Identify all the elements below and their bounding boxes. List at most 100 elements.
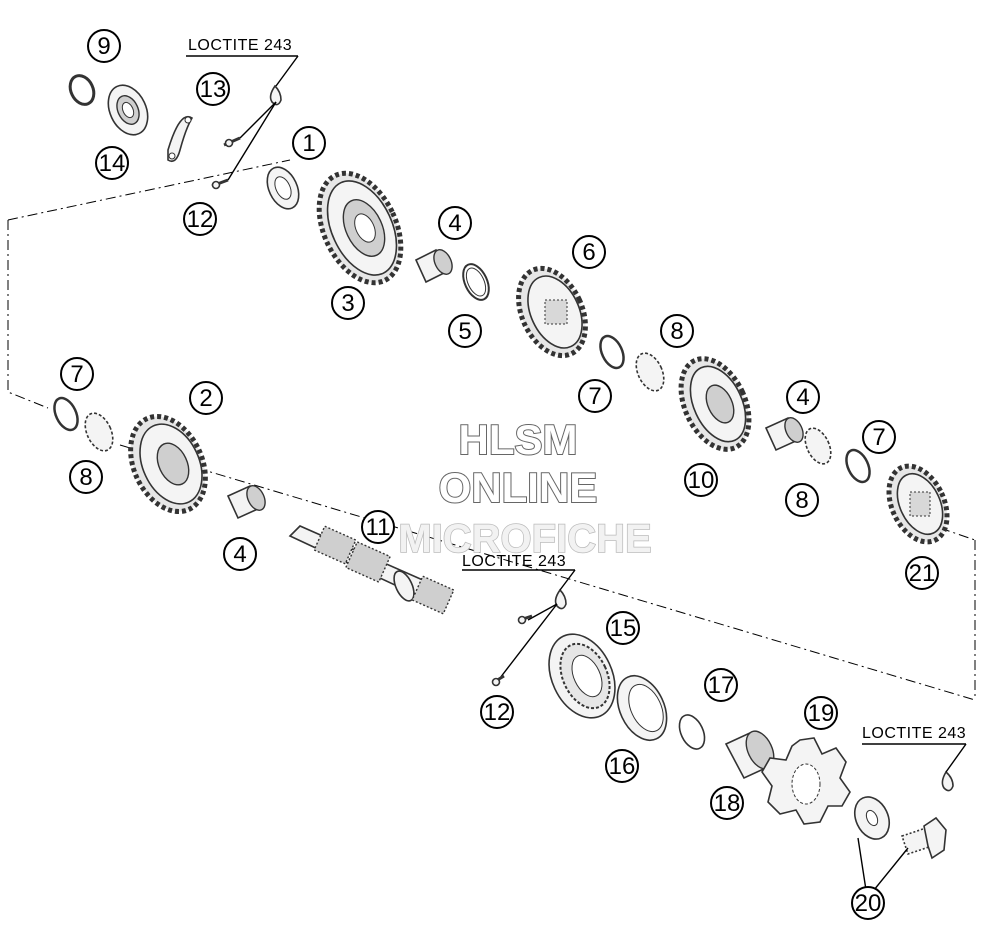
main-shaft-part xyxy=(288,525,455,615)
screw-part xyxy=(517,614,533,625)
svg-text:3: 3 xyxy=(341,290,354,317)
svg-text:20: 20 xyxy=(855,890,882,917)
svg-text:18: 18 xyxy=(714,790,741,817)
svg-text:17: 17 xyxy=(708,672,735,699)
gear-part xyxy=(516,265,588,359)
screw-part xyxy=(223,136,241,148)
svg-text:11: 11 xyxy=(366,514,391,541)
needle-bearing-part xyxy=(548,633,616,719)
svg-text:4: 4 xyxy=(796,384,809,411)
svg-text:21: 21 xyxy=(909,560,936,587)
svg-text:10: 10 xyxy=(688,467,715,494)
loctite-label: LOCTITE 243 xyxy=(188,37,292,54)
washer-part xyxy=(462,263,490,301)
callout-label: 11 xyxy=(361,510,395,544)
o-ring-part xyxy=(678,714,706,750)
loctite-label: LOCTITE 243 xyxy=(462,553,566,570)
callout-label: 15 xyxy=(606,611,640,645)
callout-label: 20 xyxy=(851,886,885,920)
bushing-part xyxy=(414,248,453,284)
svg-text:7: 7 xyxy=(588,383,601,410)
gear-part xyxy=(678,356,752,452)
bushing-part xyxy=(764,416,804,452)
assembly-boundary-line xyxy=(7,220,49,409)
callout-label: 7 xyxy=(862,420,896,454)
splined-washer-part xyxy=(84,412,114,452)
gear-part xyxy=(128,413,208,515)
svg-text:19: 19 xyxy=(808,700,835,727)
callout-label: 4 xyxy=(786,380,820,414)
svg-text:8: 8 xyxy=(795,487,808,514)
circlip-part xyxy=(53,396,79,432)
circlip-part xyxy=(845,448,871,484)
callout-label: 5 xyxy=(448,314,482,348)
svg-text:12: 12 xyxy=(484,699,511,726)
callout-label: 7 xyxy=(578,379,612,413)
bushing-part xyxy=(226,484,266,520)
svg-text:4: 4 xyxy=(233,541,246,568)
callout-label: 13 xyxy=(196,72,230,106)
callout-label: 21 xyxy=(905,556,939,590)
svg-text:9: 9 xyxy=(97,33,110,60)
screw-part xyxy=(211,178,229,190)
callout-label: 8 xyxy=(785,483,819,517)
svg-text:4: 4 xyxy=(448,210,461,237)
loctite-label: LOCTITE 243 xyxy=(862,725,966,742)
callout-label: 4 xyxy=(223,537,257,571)
thrust-washer-part xyxy=(266,166,300,210)
svg-text:MICROFICHE: MICROFICHE xyxy=(398,517,651,561)
sprocket-part xyxy=(761,737,851,825)
gear-part xyxy=(886,463,950,545)
splined-washer-part xyxy=(804,427,832,465)
callout-label: 8 xyxy=(69,460,103,494)
loctite-drop-icon xyxy=(269,84,282,106)
svg-text:LOCTITE 243: LOCTITE 243 xyxy=(462,553,566,570)
assembly-boundary-line xyxy=(119,444,976,701)
washer-hole xyxy=(865,809,879,827)
screw-part xyxy=(491,674,505,687)
assembly-boundary-line xyxy=(7,159,291,221)
svg-text:8: 8 xyxy=(79,464,92,491)
svg-text:14: 14 xyxy=(99,150,126,177)
callout-label: 1 xyxy=(292,126,326,160)
callout-label: 19 xyxy=(804,696,838,730)
callout-label: 4 xyxy=(438,206,472,240)
callout-label: 17 xyxy=(704,668,738,702)
callout-label: 6 xyxy=(572,235,606,269)
svg-text:ONLINE: ONLINE xyxy=(439,464,598,511)
svg-text:16: 16 xyxy=(609,753,636,780)
circlip-part xyxy=(599,334,625,370)
svg-text:LOCTITE 243: LOCTITE 243 xyxy=(862,725,966,742)
svg-text:15: 15 xyxy=(610,615,637,642)
circlip-part xyxy=(68,74,96,106)
callout-label: 12 xyxy=(183,202,217,236)
watermark: HLSM ONLINE MICROFICHE xyxy=(398,415,653,562)
callout-label: 9 xyxy=(87,29,121,63)
svg-text:1: 1 xyxy=(302,130,315,157)
svg-text:6: 6 xyxy=(582,239,595,266)
svg-text:13: 13 xyxy=(200,76,227,103)
callout-label: 18 xyxy=(710,786,744,820)
svg-text:8: 8 xyxy=(670,318,683,345)
spacer-bushing-part xyxy=(724,730,775,780)
callout-label: 16 xyxy=(605,749,639,783)
callout-label: 10 xyxy=(684,463,718,497)
svg-text:7: 7 xyxy=(70,361,83,388)
svg-text:7: 7 xyxy=(872,424,885,451)
callout-label: 2 xyxy=(189,381,223,415)
svg-text:2: 2 xyxy=(199,385,212,412)
callout-label: 14 xyxy=(95,146,129,180)
loctite-drop-icon xyxy=(554,588,567,610)
retaining-plate-part xyxy=(167,115,194,163)
svg-text:LOCTITE 243: LOCTITE 243 xyxy=(188,37,292,54)
callout-group: 9 13 14 12 1 3 4 5 6 8 7 7 2 8 4 11 10 4… xyxy=(60,29,939,920)
bearing-part xyxy=(107,84,149,136)
splined-washer-part xyxy=(635,352,665,392)
callout-label: 12 xyxy=(480,695,514,729)
gear-part xyxy=(316,170,404,286)
svg-text:12: 12 xyxy=(187,206,214,233)
seal-ring-part xyxy=(616,675,668,741)
sprocket-bolt-part xyxy=(900,816,947,860)
svg-text:HLSM: HLSM xyxy=(459,416,578,463)
